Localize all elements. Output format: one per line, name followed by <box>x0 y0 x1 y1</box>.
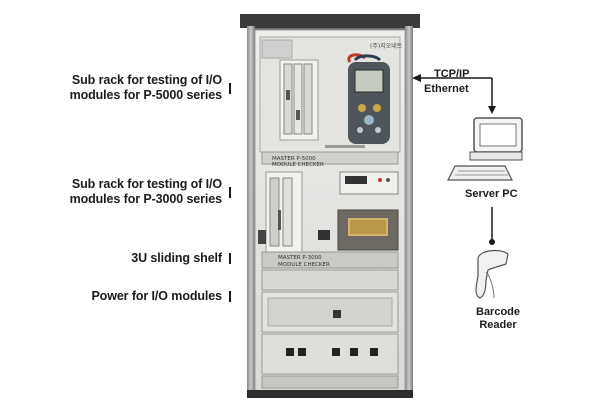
barcode-line: Reader <box>479 319 517 331</box>
barcode-reader-icon <box>475 249 509 299</box>
power-section <box>261 291 399 389</box>
label-p3000-subrack: Sub rack for testing of I/O modules for … <box>69 177 223 207</box>
label-p5000-subrack: Sub rack for testing of I/O modules for … <box>69 73 223 103</box>
label-line: Sub rack for testing of I/O <box>71 177 222 191</box>
brand-tag: (주)지오네트 <box>370 42 403 50</box>
label-tick <box>229 187 231 198</box>
module-tag-1b: MODULE CHECKER <box>272 162 324 168</box>
server-pc-icon <box>447 117 523 181</box>
barcode-reader-label: Barcode Reader <box>476 306 520 332</box>
barcode-line: Barcode <box>476 306 521 318</box>
server-pc-label: Server PC <box>465 188 518 200</box>
module-tag-1a: MASTER P-5000 <box>272 156 316 162</box>
connection-line: Ethernet <box>424 83 469 95</box>
connection-line: TCP/IP <box>434 68 470 80</box>
label-tick <box>229 253 231 264</box>
ethernet-connection <box>412 74 496 114</box>
label-tick <box>229 291 231 302</box>
upper-rack: (주)지오네트 <box>259 36 403 153</box>
module-tag-2b: MODULE CHECKER <box>278 262 330 268</box>
label-power: Power for I/O modules <box>91 289 222 304</box>
module-tag-2a: MASTER P-3000 <box>278 255 322 261</box>
pc-reader-link <box>489 207 495 245</box>
connection-label: TCP/IP Ethernet <box>424 68 469 96</box>
label-line: Sub rack for testing of I/O <box>71 73 222 87</box>
label-tick <box>229 83 231 94</box>
sliding-shelf: MASTER P-3000 MODULE CHECKER <box>261 251 399 291</box>
handheld-tester <box>347 53 390 144</box>
label-line: 3U sliding shelf <box>131 251 222 265</box>
label-sliding-shelf: 3U sliding shelf <box>131 251 222 266</box>
middle-rack: MASTER P-5000 MODULE CHECKER <box>258 151 399 253</box>
label-line: modules for P-5000 series <box>69 88 223 102</box>
label-line: modules for P-3000 series <box>69 192 223 206</box>
label-line: Power for I/O modules <box>91 289 222 303</box>
